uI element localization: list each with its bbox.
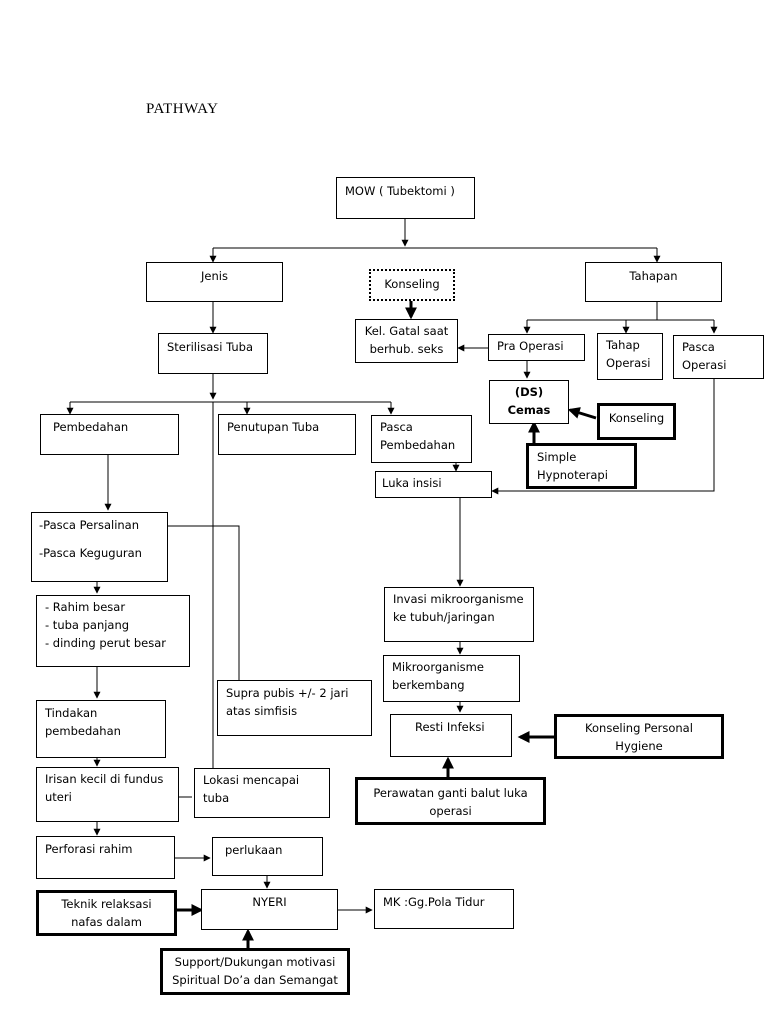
- node-text-line: Cemas: [507, 403, 551, 417]
- node-text-line: -Pasca Keguguran: [39, 546, 142, 560]
- node-lokasi: Lokasi mencapai tuba: [194, 768, 330, 818]
- node-konseling-top: Konseling: [369, 269, 455, 301]
- node-text-line: nafas dalam: [71, 915, 142, 929]
- node-text-line: Mikroorganisme: [392, 660, 484, 674]
- node-text-line: - tuba panjang: [45, 618, 130, 632]
- node-gatal: Kel. Gatal saat berhub. seks: [355, 319, 458, 363]
- node-text-line: Pasca: [380, 420, 413, 434]
- node-pembedahan: Pembedahan: [40, 414, 179, 455]
- node-text-line: Konseling: [384, 277, 440, 291]
- node-text-line: Pra Operasi: [497, 339, 564, 353]
- edge-konseling-cemas: [567, 407, 597, 420]
- node-text-line: Tahapan: [629, 269, 678, 283]
- node-text-line: Penutupan Tuba: [227, 420, 320, 434]
- node-text-line: Tindakan: [45, 706, 98, 720]
- edge-steril-lokasi: [194, 402, 214, 798]
- node-sterilisasi: Sterilisasi Tuba: [158, 333, 268, 374]
- node-text-line: NYERI: [252, 895, 287, 909]
- node-text-line: Hygiene: [615, 739, 663, 753]
- node-relaksasi: Teknik relaksasi nafas dalam: [36, 890, 177, 936]
- node-text-line: MK :Gg.Pola Tidur: [383, 895, 485, 909]
- node-text-line: Perawatan ganti balut luka: [373, 786, 528, 800]
- node-text-line: Perforasi rahim: [45, 842, 133, 856]
- node-resti-infeksi: Resti Infeksi: [390, 714, 512, 757]
- node-perlukaan: perlukaan: [212, 837, 323, 876]
- node-perawatan: Perawatan ganti balut luka operasi: [355, 777, 546, 825]
- node-text-line: Teknik relaksasi: [61, 897, 152, 911]
- node-nyeri: NYERI: [201, 889, 338, 930]
- node-text-line: perlukaan: [225, 843, 283, 857]
- node-text-line: -Pasca Persalinan: [39, 518, 140, 532]
- page-title: PATHWAY: [146, 101, 219, 117]
- node-text-line: atas simfisis: [226, 704, 298, 718]
- node-text-line: Hypnoterapi: [537, 468, 608, 482]
- node-text-line: Kel. Gatal saat: [364, 324, 449, 338]
- node-pasca-persalinan: -Pasca Persalinan -Pasca Keguguran: [31, 512, 168, 582]
- node-text-line: Jenis: [201, 269, 228, 283]
- node-text-line: operasi: [429, 804, 472, 818]
- node-text-line: Pasca: [682, 340, 715, 354]
- node-supra-pubis: Supra pubis +/- 2 jari atas simfisis: [217, 680, 372, 736]
- node-text-line: Tahap: [606, 338, 640, 352]
- node-irisan: Irisan kecil di fundus uteri: [36, 767, 179, 822]
- node-text-line: uteri: [45, 790, 72, 804]
- edge-persalinan-supra: [168, 525, 240, 680]
- node-text-line: Operasi: [682, 358, 727, 372]
- node-text-line: Support/Dukungan motivasi: [174, 955, 336, 969]
- node-text-line: Supra pubis +/- 2 jari: [226, 686, 349, 700]
- node-text-line: berhub. seks: [369, 342, 444, 356]
- node-text-line: pembedahan: [45, 724, 121, 738]
- node-text-line: Sterilisasi Tuba: [167, 340, 253, 354]
- node-pola-tidur: MK :Gg.Pola Tidur: [374, 889, 514, 929]
- node-rahim-besar: - Rahim besar - tuba panjang - dinding per…: [36, 595, 190, 667]
- node-cemas: (DS) Cemas: [489, 380, 569, 424]
- node-text-line: Luka insisi: [382, 476, 442, 490]
- node-tindakan: Tindakan pembedahan: [36, 700, 166, 758]
- node-text-line: Irisan kecil di fundus: [45, 772, 164, 786]
- edge-pasca-op-luka: [491, 377, 715, 495]
- node-luka-insisi: Luka insisi: [375, 471, 492, 498]
- node-text-line: MOW ( Tubektomi ): [345, 184, 455, 198]
- node-text-line: - dinding perut besar: [45, 636, 167, 650]
- node-tahapan: Tahapan: [585, 262, 722, 302]
- node-text-line: tuba: [203, 791, 230, 805]
- node-text-line: Resti Infeksi: [415, 720, 485, 734]
- node-text-line: Lokasi mencapai: [203, 773, 300, 787]
- node-text-line: berkembang: [392, 678, 465, 692]
- node-text-line: Invasi mikroorganisme: [393, 592, 524, 606]
- node-mikro-berkembang: Mikroorganisme berkembang: [383, 655, 520, 702]
- node-perforasi: Perforasi rahim: [36, 836, 175, 879]
- node-mow: MOW ( Tubektomi ): [336, 177, 475, 219]
- node-penutupan-tuba: Penutupan Tuba: [218, 414, 356, 455]
- node-text-line: Pembedahan: [380, 438, 456, 452]
- node-text-line: Konseling: [608, 411, 665, 425]
- node-jenis: Jenis: [146, 262, 283, 302]
- node-konseling-cemas: Konseling: [597, 403, 676, 440]
- node-text-line: - Rahim besar: [45, 600, 126, 614]
- node-text-line: ke tubuh/jaringan: [393, 610, 495, 624]
- node-text-line: Operasi: [606, 356, 651, 370]
- node-text-line: (DS): [514, 385, 544, 399]
- node-text-line: Konseling Personal: [585, 721, 693, 735]
- node-invasi: Invasi mikroorganisme ke tubuh/jaringan: [384, 587, 534, 642]
- node-pra-operasi: Pra Operasi: [488, 334, 585, 361]
- node-text-line: Spiritual Do’a dan Semangat: [172, 973, 338, 987]
- node-text-line: Simple: [537, 450, 577, 464]
- node-text-line: Pembedahan: [53, 420, 129, 434]
